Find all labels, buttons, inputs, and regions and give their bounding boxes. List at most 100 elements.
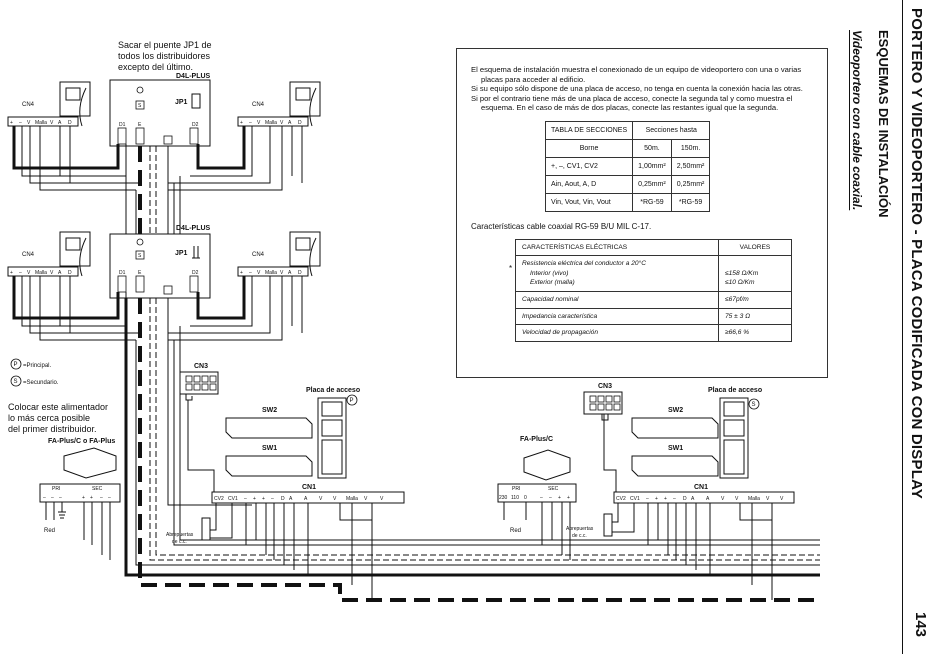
pin-minus: – bbox=[19, 270, 22, 276]
psu-pin: + bbox=[558, 495, 561, 501]
cn3-connector bbox=[583, 391, 623, 415]
cn1-pin-malla: Malla bbox=[346, 496, 358, 502]
pin-plus: + bbox=[10, 120, 13, 126]
cn1-label: CN1 bbox=[302, 484, 316, 491]
psu-pin-230: 230 bbox=[499, 495, 508, 501]
psu-pin: – bbox=[51, 495, 54, 501]
access-panel-display bbox=[723, 419, 745, 437]
sw1-switch bbox=[631, 455, 719, 477]
pin-a: A bbox=[58, 270, 62, 276]
psu-note-line-2: lo más cerca posible bbox=[8, 413, 90, 423]
section-table: TABLA DE SECCIONES Secciones hasta Borne… bbox=[544, 120, 711, 212]
legend-p-letter: P bbox=[14, 362, 18, 368]
legend: P =Principal. S =Secundario. bbox=[10, 358, 59, 387]
terminal-d2 bbox=[189, 275, 199, 293]
pin-vin-2: V bbox=[50, 120, 54, 126]
table-row: Capacidad nominal ≤67pf/m bbox=[515, 290, 792, 309]
cn1-left: CN1 CV2 CV1 – + + – D A A V V Malla V V … bbox=[166, 484, 405, 545]
terminal-d1-label: D1 bbox=[119, 122, 126, 128]
psu-pin-0: 0 bbox=[524, 495, 527, 501]
jp1-note-line-3: excepto del último. bbox=[118, 62, 193, 72]
cn3-left: CN3 bbox=[179, 363, 219, 401]
middle-wiring bbox=[12, 276, 303, 341]
cn1-pin-cv1: CV1 bbox=[228, 496, 238, 502]
cn1-pin-ain: A bbox=[706, 496, 710, 502]
col-150m: 150m. bbox=[670, 138, 711, 158]
terminal-s-label: S bbox=[138, 103, 142, 109]
cn1-pin-vin: V bbox=[319, 496, 323, 502]
access-panel-label: Placa de acceso bbox=[708, 387, 762, 394]
psu-pin: – bbox=[549, 495, 552, 501]
legend-s-letter: S bbox=[14, 379, 18, 385]
table-row: +, –, CV1, CV2 1,00mm² 2,50mm² bbox=[544, 156, 711, 176]
cn1-pin: + bbox=[253, 496, 256, 502]
terminal-d2 bbox=[189, 127, 199, 145]
psu-pri-label: PRI bbox=[512, 486, 520, 492]
psu-pin: – bbox=[59, 495, 62, 501]
pin-d: D bbox=[68, 270, 72, 276]
cn1-pin-cv1: CV1 bbox=[630, 496, 640, 502]
terminal-s bbox=[135, 250, 145, 260]
cn1-pin-vout-2: V bbox=[780, 496, 784, 502]
handset-cord bbox=[309, 87, 317, 127]
pin-plus: + bbox=[10, 270, 13, 276]
pin-a: A bbox=[58, 120, 62, 126]
pin-plus: + bbox=[240, 270, 243, 276]
psu-pin: – bbox=[43, 495, 46, 501]
monitor-top-left: CN4 + – V Malla V A D bbox=[7, 81, 91, 127]
cn1-pin: + bbox=[664, 496, 667, 502]
jp1-open-pins bbox=[192, 246, 200, 259]
access-panel-left: Placa de acceso P bbox=[306, 387, 360, 479]
section-title: ESQUEMAS DE INSTALACIÓN bbox=[876, 30, 891, 218]
cn1-pin: – bbox=[673, 496, 676, 502]
cn1-connector bbox=[211, 491, 405, 504]
mains-label: Red bbox=[44, 528, 55, 534]
pin-malla: Malla bbox=[265, 120, 277, 126]
psu-note-line-1: Colocar este alimentador bbox=[8, 402, 108, 412]
pin-d: D bbox=[298, 270, 302, 276]
access-panel-label: Placa de acceso bbox=[306, 387, 360, 394]
cn1-pin: – bbox=[646, 496, 649, 502]
dip-switches-right: SW2 SW1 bbox=[631, 407, 719, 477]
power-supply-left: FA-Plus/C o FA-Plus PRI SEC – – – + + – … bbox=[39, 438, 121, 534]
psu-terminal-block bbox=[497, 483, 577, 503]
pin-a: A bbox=[288, 270, 292, 276]
psu-label: FA-Plus/C o FA-Plus bbox=[48, 438, 115, 445]
sw1-switch bbox=[225, 455, 313, 477]
jp1-note-line-1: Sacar el puente JP1 de bbox=[118, 40, 212, 50]
cn4-label: CN4 bbox=[22, 252, 35, 258]
terminal-d1-label: D1 bbox=[119, 270, 126, 276]
cn1-pin: + bbox=[262, 496, 265, 502]
main-bus-wiring bbox=[83, 298, 820, 602]
pin-vin: V bbox=[27, 120, 31, 126]
mains-wires bbox=[45, 502, 66, 520]
cn4-label: CN4 bbox=[22, 102, 35, 108]
pin-minus: – bbox=[249, 270, 252, 276]
distributor-top: D4L-PLUS S JP1 D1 E D2 bbox=[109, 73, 211, 147]
monitor-screen bbox=[65, 237, 81, 251]
cn1-pin-cv2: CV2 bbox=[616, 496, 626, 502]
psu-pin: + bbox=[567, 495, 570, 501]
cn1-right: CN1 CV2 CV1 – + + – D A A V V Malla V V … bbox=[566, 484, 795, 539]
mains-label: Red bbox=[510, 528, 521, 534]
resistance-inner-value: ≤158 Ω/Km bbox=[725, 269, 759, 277]
terminal-e bbox=[135, 275, 145, 293]
coax-caption: Características cable coaxial RG-59 B/U … bbox=[471, 221, 652, 231]
pin-malla: Malla bbox=[35, 120, 47, 126]
pin-a: A bbox=[288, 120, 292, 126]
psu-pin: – bbox=[108, 495, 111, 501]
mount-hole bbox=[136, 86, 144, 94]
info-paragraph-2: Si su equipo sólo dispone de una placa d… bbox=[471, 84, 803, 94]
cn1-pin: + bbox=[655, 496, 658, 502]
cn4-connector bbox=[7, 266, 79, 277]
access-panel-camera bbox=[321, 401, 343, 417]
cn1-pin-aout: A bbox=[289, 496, 293, 502]
distributor-label: D4L-PLUS bbox=[176, 225, 211, 232]
monitor-screen bbox=[295, 87, 311, 101]
cn4-label: CN4 bbox=[252, 252, 265, 258]
cn3-connector bbox=[179, 371, 219, 395]
cn4-connector bbox=[7, 116, 79, 127]
cn1-pin-aout: A bbox=[691, 496, 695, 502]
pin-vin: V bbox=[257, 270, 261, 276]
door-lock bbox=[201, 517, 211, 541]
